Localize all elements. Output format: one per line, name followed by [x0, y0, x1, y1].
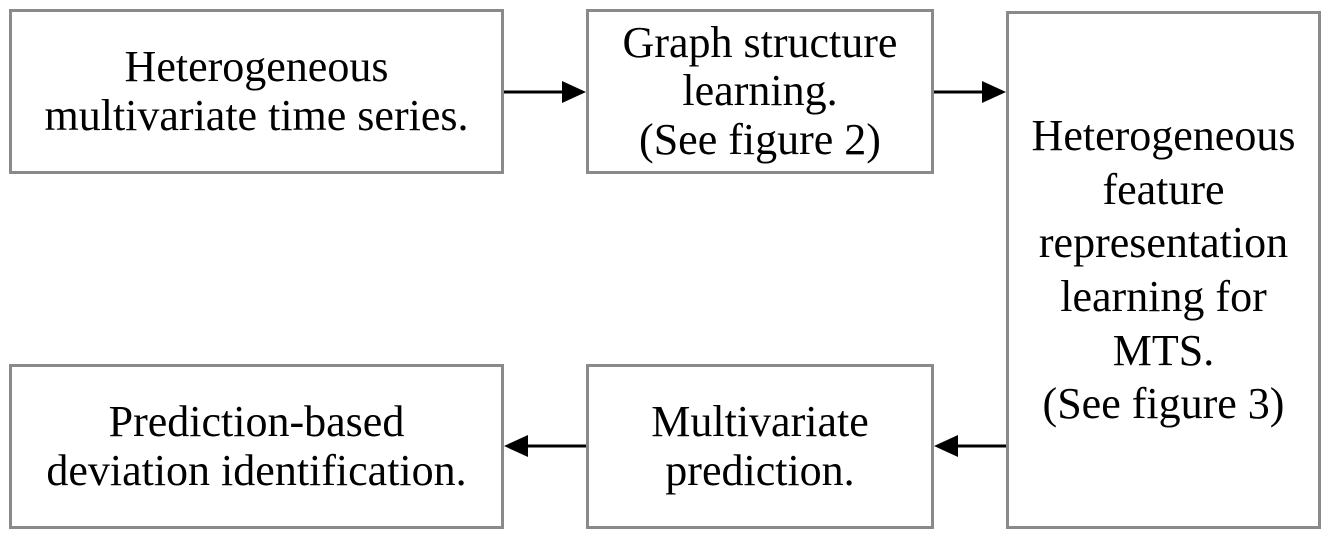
- node-text-line: feature: [1102, 164, 1225, 214]
- arrow-graph-learning-to-representation: [934, 81, 1006, 103]
- arrow-representation-to-prediction: [934, 435, 1006, 457]
- node-heterogeneous-mts: Heterogeneous multivariate time series.: [9, 9, 504, 174]
- node-text-line: Graph structure: [622, 17, 898, 67]
- node-text-line: deviation identification.: [46, 445, 467, 495]
- node-text-line: representation: [1038, 218, 1289, 268]
- node-text-line: Multivariate: [651, 397, 869, 447]
- node-text-line: learning.: [682, 66, 838, 116]
- node-feature-representation-learning: Heterogeneous feature representation lea…: [1006, 11, 1321, 529]
- node-text-line: Heterogeneous: [1031, 110, 1296, 160]
- arrow-prediction-to-deviation: [504, 435, 586, 457]
- node-text-line: (See figure 2): [639, 114, 881, 164]
- node-text-line: Heterogeneous: [124, 42, 389, 92]
- node-deviation-identification: Prediction-based deviation identificatio…: [9, 364, 504, 529]
- node-text-line: MTS.: [1112, 325, 1215, 375]
- node-multivariate-prediction: Multivariate prediction.: [586, 364, 934, 529]
- node-text-line: (See figure 3): [1042, 379, 1285, 429]
- node-text-line: multivariate time series.: [44, 90, 469, 140]
- arrow-mts-to-graph-learning: [504, 81, 586, 103]
- node-graph-structure-learning: Graph structure learning. (See figure 2): [586, 9, 934, 174]
- node-text-line: learning for: [1060, 272, 1267, 321]
- node-text-line: prediction.: [665, 445, 855, 495]
- node-text-line: Prediction-based: [108, 397, 405, 447]
